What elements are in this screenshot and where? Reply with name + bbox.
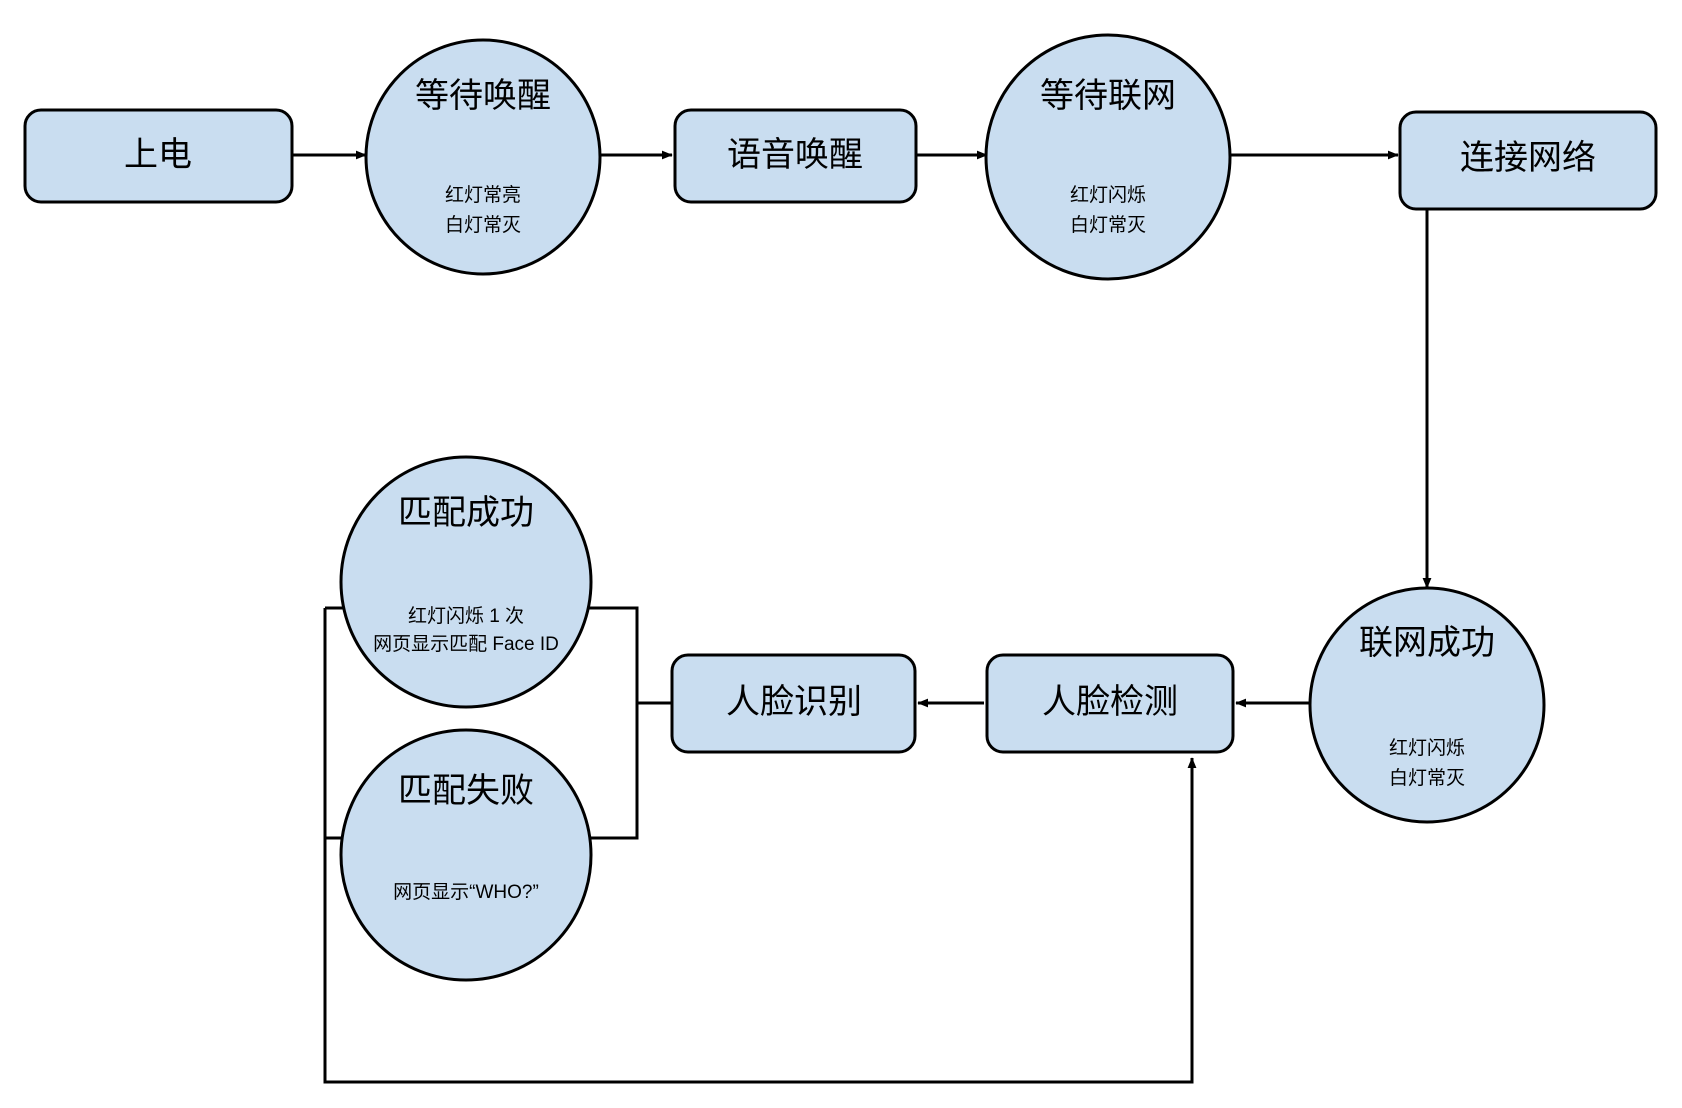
node-match-fail-subline-1: 网页显示“WHO?” <box>393 882 539 903</box>
node-waiting-network-subline-2: 白灯常灭 <box>1070 214 1146 236</box>
node-waiting-wake-subline-2: 白灯常灭 <box>445 214 521 236</box>
node-waiting-network-shape <box>984 33 1232 281</box>
node-network-success-label: 联网成功 <box>1359 624 1495 662</box>
node-match-success-subline-1: 红灯闪烁 1 次 <box>408 605 524 627</box>
node-power-on-shape <box>23 108 294 204</box>
node-network-success-subline-1: 红灯闪烁 <box>1389 737 1465 759</box>
node-connect-network-shape <box>1398 110 1658 211</box>
node-network-success[interactable]: 联网成功 红灯闪烁 白灯常灭 <box>1308 586 1546 824</box>
node-connect-network-label: 连接网络 <box>1460 139 1596 177</box>
node-connect-network[interactable]: 连接网络 <box>1398 110 1658 211</box>
node-network-success-shape <box>1308 586 1546 824</box>
node-match-fail[interactable]: 匹配失败 网页显示“WHO?” <box>339 728 593 982</box>
node-waiting-network-subline-1: 红灯闪烁 <box>1070 184 1146 206</box>
node-waiting-wake-shape <box>364 38 602 276</box>
edge-match-fail-to-face-detect <box>323 608 1197 1084</box>
node-face-detect-shape <box>985 653 1235 754</box>
node-match-success-shape <box>339 455 593 709</box>
node-face-recognize[interactable]: 人脸识别 <box>670 653 917 754</box>
node-network-success-subline-2: 白灯常灭 <box>1389 767 1465 789</box>
node-voice-wake[interactable]: 语音唤醒 <box>673 108 918 204</box>
node-waiting-wake-label: 等待唤醒 <box>415 77 551 115</box>
node-match-success[interactable]: 匹配成功 红灯闪烁 1 次 网页显示匹配 Face ID <box>339 455 593 709</box>
node-match-fail-label: 匹配失败 <box>398 772 534 810</box>
node-power-on[interactable]: 上电 <box>23 108 294 204</box>
node-face-recognize-label: 人脸识别 <box>726 683 862 721</box>
node-face-detect[interactable]: 人脸检测 <box>985 653 1235 754</box>
node-power-on-label: 上电 <box>124 136 192 174</box>
node-waiting-network-label: 等待联网 <box>1040 77 1176 115</box>
node-waiting-wake-subline-1: 红灯常亮 <box>445 184 521 206</box>
node-waiting-network[interactable]: 等待联网 红灯闪烁 白灯常灭 <box>984 33 1232 281</box>
node-match-success-label: 匹配成功 <box>398 494 534 532</box>
node-waiting-wake[interactable]: 等待唤醒 红灯常亮 白灯常灭 <box>364 38 602 276</box>
node-match-fail-shape <box>339 728 593 982</box>
node-voice-wake-shape <box>673 108 918 204</box>
node-match-success-subline-2: 网页显示匹配 Face ID <box>373 634 559 655</box>
node-face-recognize-shape <box>670 653 917 754</box>
node-face-detect-label: 人脸检测 <box>1042 683 1178 721</box>
node-voice-wake-label: 语音唤醒 <box>727 136 863 174</box>
